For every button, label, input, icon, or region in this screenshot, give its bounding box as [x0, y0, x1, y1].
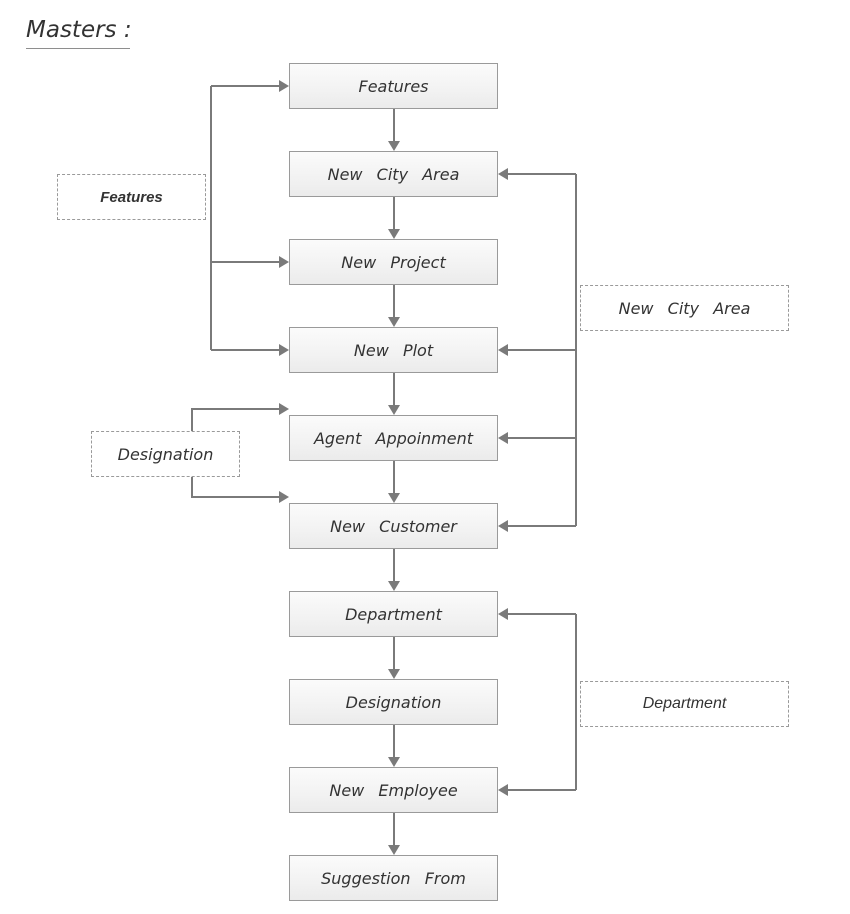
arrowhead-department-source-to-new-employee — [498, 784, 508, 796]
title-underline — [26, 48, 130, 49]
arrowhead-department-source-to-department — [498, 608, 508, 620]
node-suggestion-from[interactable]: Suggestion From — [289, 855, 498, 901]
arrowhead-new-city-area-source-to-new-customer — [498, 520, 508, 532]
node-new-city-area[interactable]: New City Area — [289, 151, 498, 197]
arrowhead-designation-to-new-employee — [388, 757, 400, 767]
node-agent-appoinment[interactable]: Agent Appoinment — [289, 415, 498, 461]
source-connectors — [191, 80, 577, 796]
source-department: Department — [580, 681, 789, 727]
node-new-customer[interactable]: New Customer — [289, 503, 498, 549]
arrowhead-features-source-to-new-project — [279, 256, 289, 268]
designation-source-to-agent-appoinment — [191, 408, 280, 431]
designation-source-to-new-customer — [191, 477, 280, 498]
arrowhead-agent-appoinment-to-new-customer — [388, 493, 400, 503]
node-new-plot[interactable]: New Plot — [289, 327, 498, 373]
arrowhead-features-source-to-new-plot — [279, 344, 289, 356]
arrowhead-features-source-to-features — [279, 80, 289, 92]
arrowhead-new-customer-to-department — [388, 581, 400, 591]
arrowhead-features-to-new-city-area — [388, 141, 400, 151]
node-features[interactable]: Features — [289, 63, 498, 109]
arrowhead-new-city-area-source-to-new-plot — [498, 344, 508, 356]
node-new-employee[interactable]: New Employee — [289, 767, 498, 813]
flow-arrows — [388, 109, 400, 855]
arrowhead-new-project-to-new-plot — [388, 317, 400, 327]
node-department[interactable]: Department — [289, 591, 498, 637]
arrowhead-new-city-area-to-new-project — [388, 229, 400, 239]
source-designation: Designation — [91, 431, 240, 477]
arrowhead-designation-source-to-new-customer — [279, 491, 289, 503]
arrowhead-new-city-area-source-to-new-city-area — [498, 168, 508, 180]
arrowhead-new-city-area-source-to-agent-appoinment — [498, 432, 508, 444]
source-features: Features — [57, 174, 206, 220]
arrowhead-new-employee-to-suggestion-from — [388, 845, 400, 855]
page-title: Masters : — [26, 17, 132, 43]
arrowhead-new-plot-to-agent-appoinment — [388, 405, 400, 415]
node-designation[interactable]: Designation — [289, 679, 498, 725]
source-new-city-area: New City Area — [580, 285, 789, 331]
arrowhead-designation-source-to-agent-appoinment — [279, 403, 289, 415]
arrowhead-department-to-designation — [388, 669, 400, 679]
node-new-project[interactable]: New Project — [289, 239, 498, 285]
